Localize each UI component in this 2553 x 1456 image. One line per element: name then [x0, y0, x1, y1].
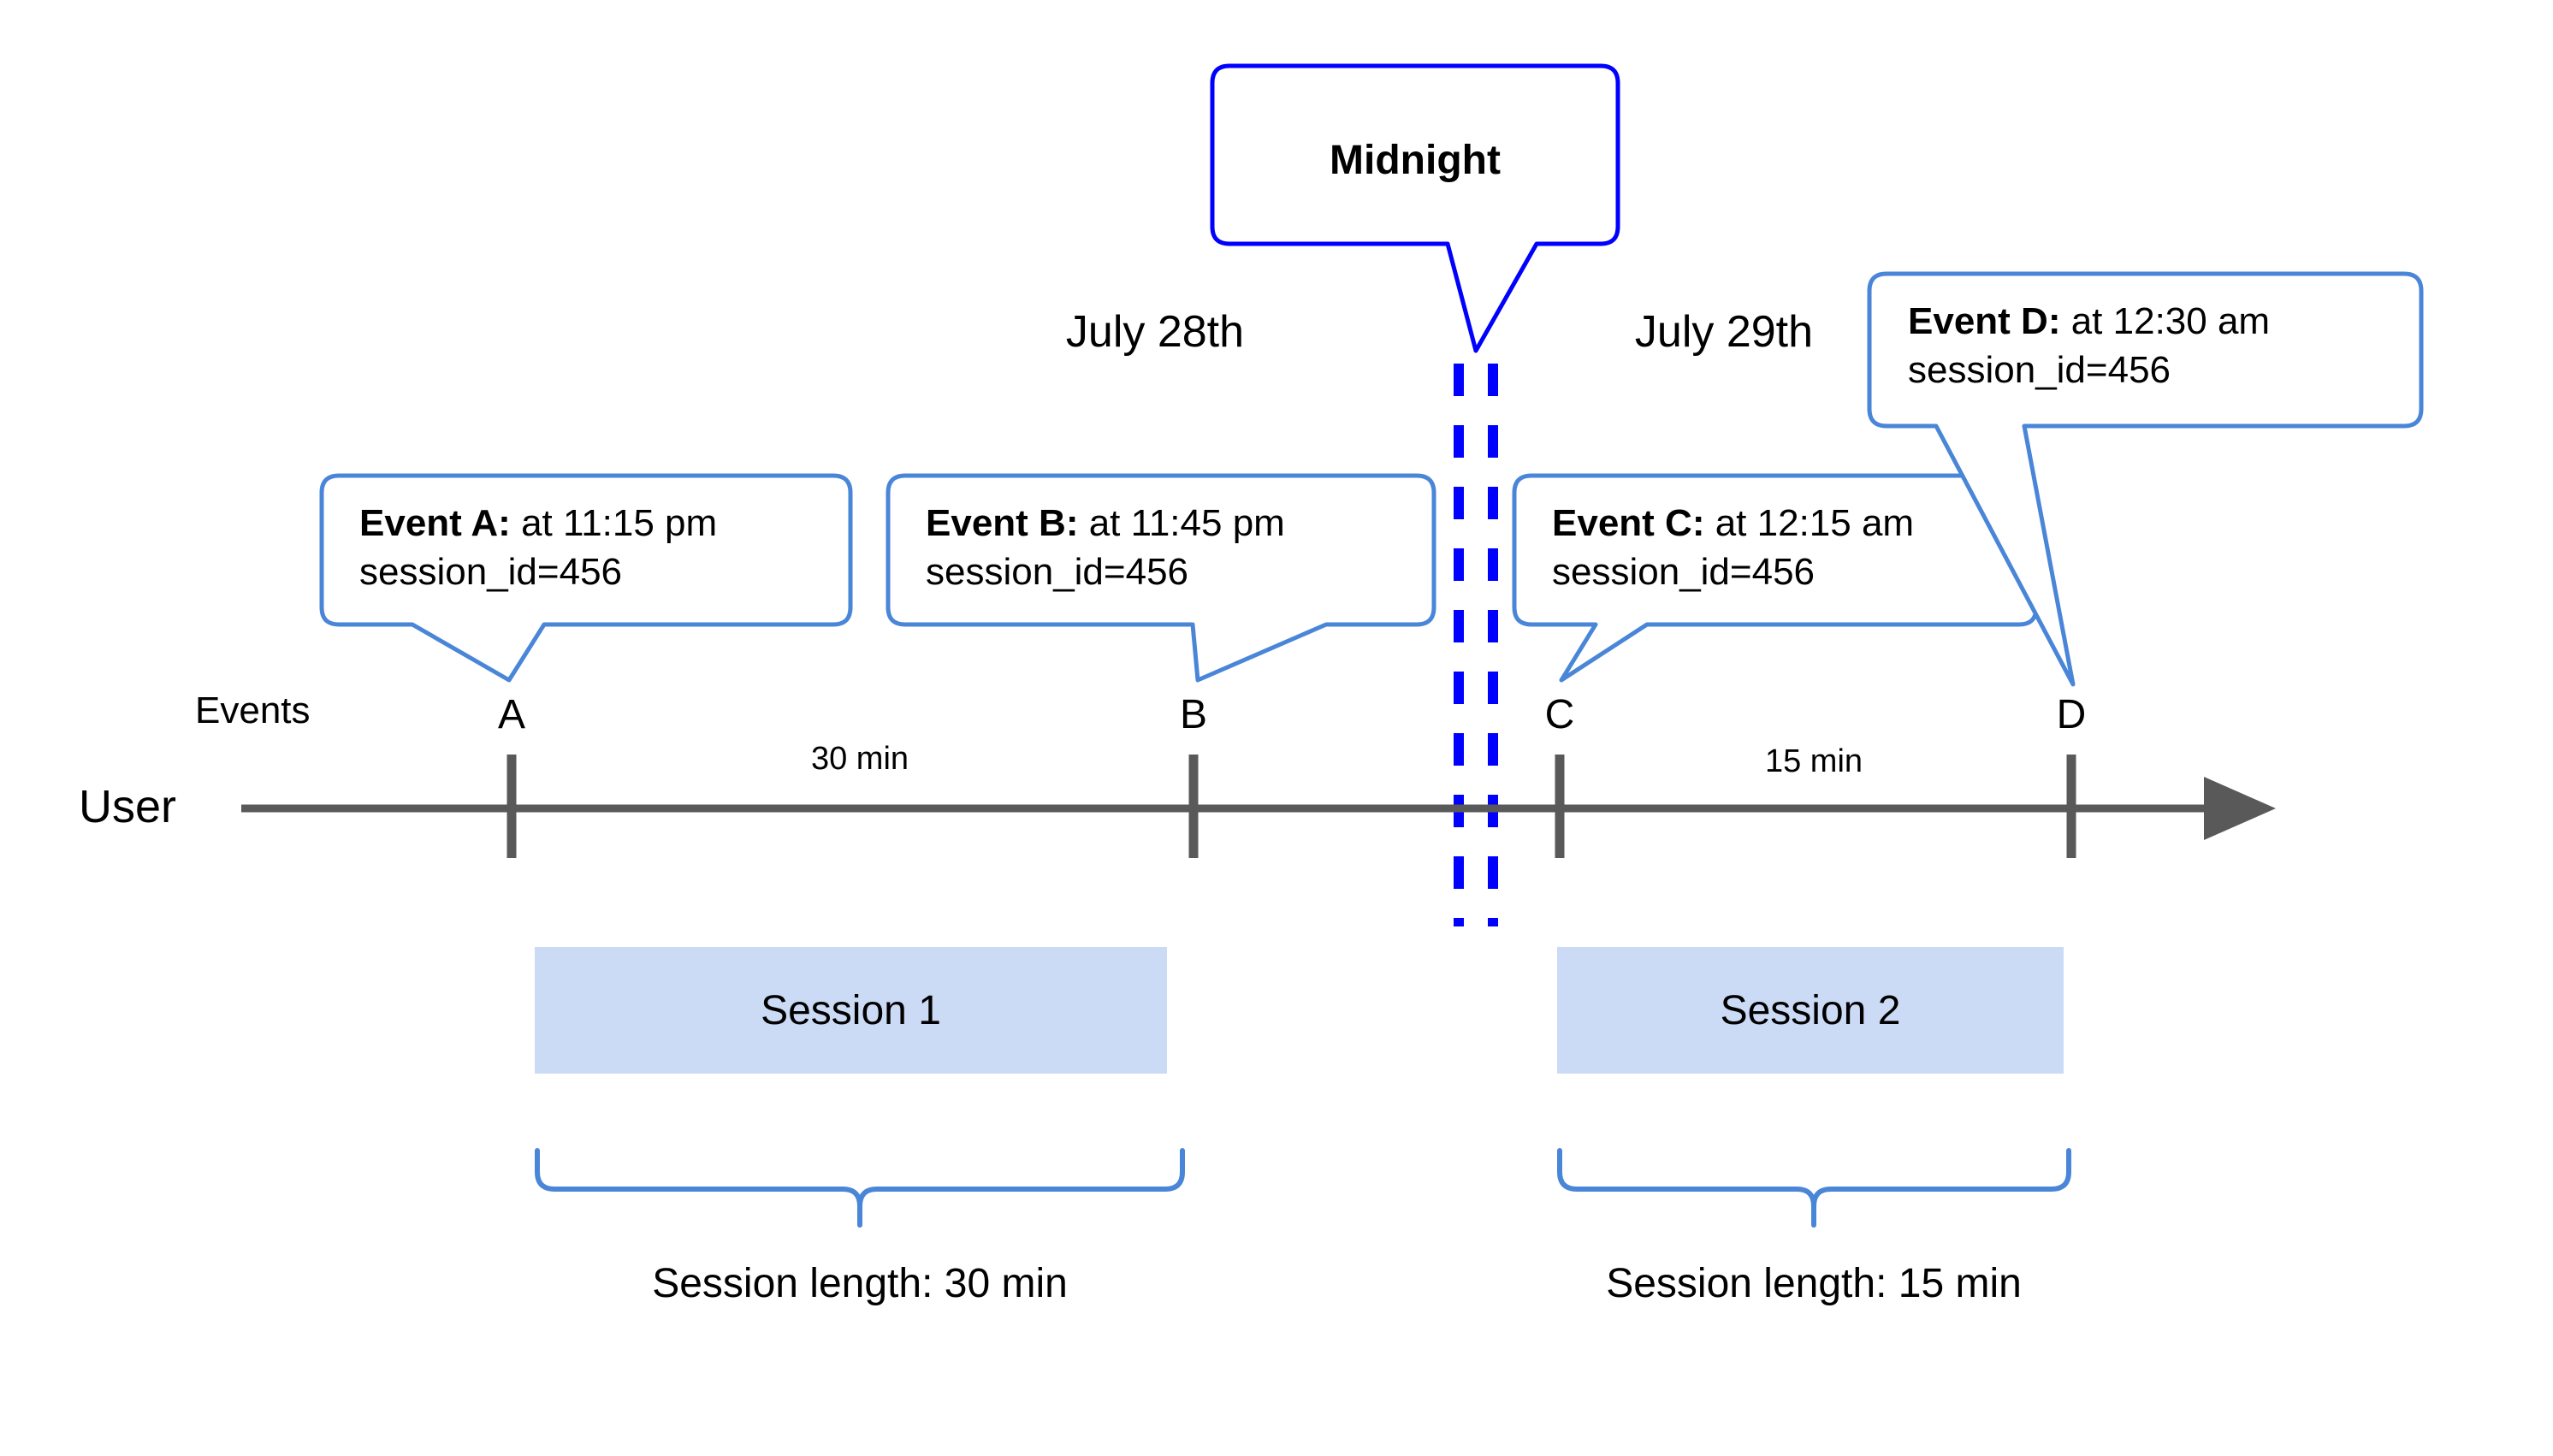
event-d-title: Event D: — [1908, 300, 2061, 342]
event-b-title: Event B: — [926, 502, 1079, 544]
session-1-bar-label: Session 1 — [761, 987, 941, 1033]
session-1-bar: Session 1 — [535, 947, 1167, 1074]
event-d-detail: session_id=456 — [1908, 349, 2171, 392]
marker-label-c: C — [1544, 692, 1575, 737]
timeline-tick-markers — [506, 755, 2076, 858]
event-b-callout-text: Event B: at 11:45 pm session_id=456 — [926, 499, 1285, 596]
marker-label-d: D — [2056, 692, 2087, 737]
marker-label-b: B — [1179, 692, 1207, 737]
user-lane-label: User — [79, 781, 177, 832]
event-c-callout-text: Event C: at 12:15 am session_id=456 — [1552, 499, 1914, 596]
event-d-callout-shape — [1867, 271, 2424, 687]
midnight-label: Midnight — [1330, 138, 1501, 183]
duration-label-a-b: 30 min — [810, 741, 909, 777]
event-b-detail: session_id=456 — [926, 551, 1189, 594]
event-b-callout-shape — [886, 473, 1436, 683]
event-a-title: Event A: — [359, 502, 511, 544]
session-2-bar: Session 2 — [1557, 947, 2064, 1074]
event-c-time: at 12:15 am — [1704, 502, 1915, 544]
event-a-time: at 11:15 pm — [510, 502, 718, 544]
marker-label-a: A — [497, 692, 525, 737]
event-c-detail: session_id=456 — [1552, 551, 1816, 594]
date-label-left: July 28th — [1065, 307, 1245, 357]
session-1-brace — [535, 1148, 1185, 1228]
event-d-time: at 12:30 am — [2060, 300, 2271, 342]
date-label-right: July 29th — [1634, 307, 1814, 357]
session-2-bar-label: Session 2 — [1720, 987, 1901, 1033]
midnight-callout-shape — [1210, 63, 1620, 353]
session-2-length-label: Session length: 15 min — [1606, 1261, 2022, 1306]
session-1-length-label: Session length: 30 min — [652, 1261, 1068, 1306]
session-2-brace — [1557, 1148, 2071, 1228]
event-b-time: at 11:45 pm — [1078, 502, 1285, 544]
duration-label-c-d: 15 min — [1764, 743, 1863, 779]
event-a-callout-shape — [319, 473, 853, 683]
event-c-title: Event C: — [1552, 502, 1705, 544]
event-a-callout-text: Event A: at 11:15 pm session_id=456 — [359, 499, 717, 596]
midnight-dashed-lines — [1454, 364, 1498, 926]
timeline-axis — [241, 777, 2276, 840]
event-a-detail: session_id=456 — [359, 551, 623, 594]
events-lane-label: Events — [195, 690, 311, 731]
event-d-callout-text: Event D: at 12:30 am session_id=456 — [1908, 297, 2270, 394]
